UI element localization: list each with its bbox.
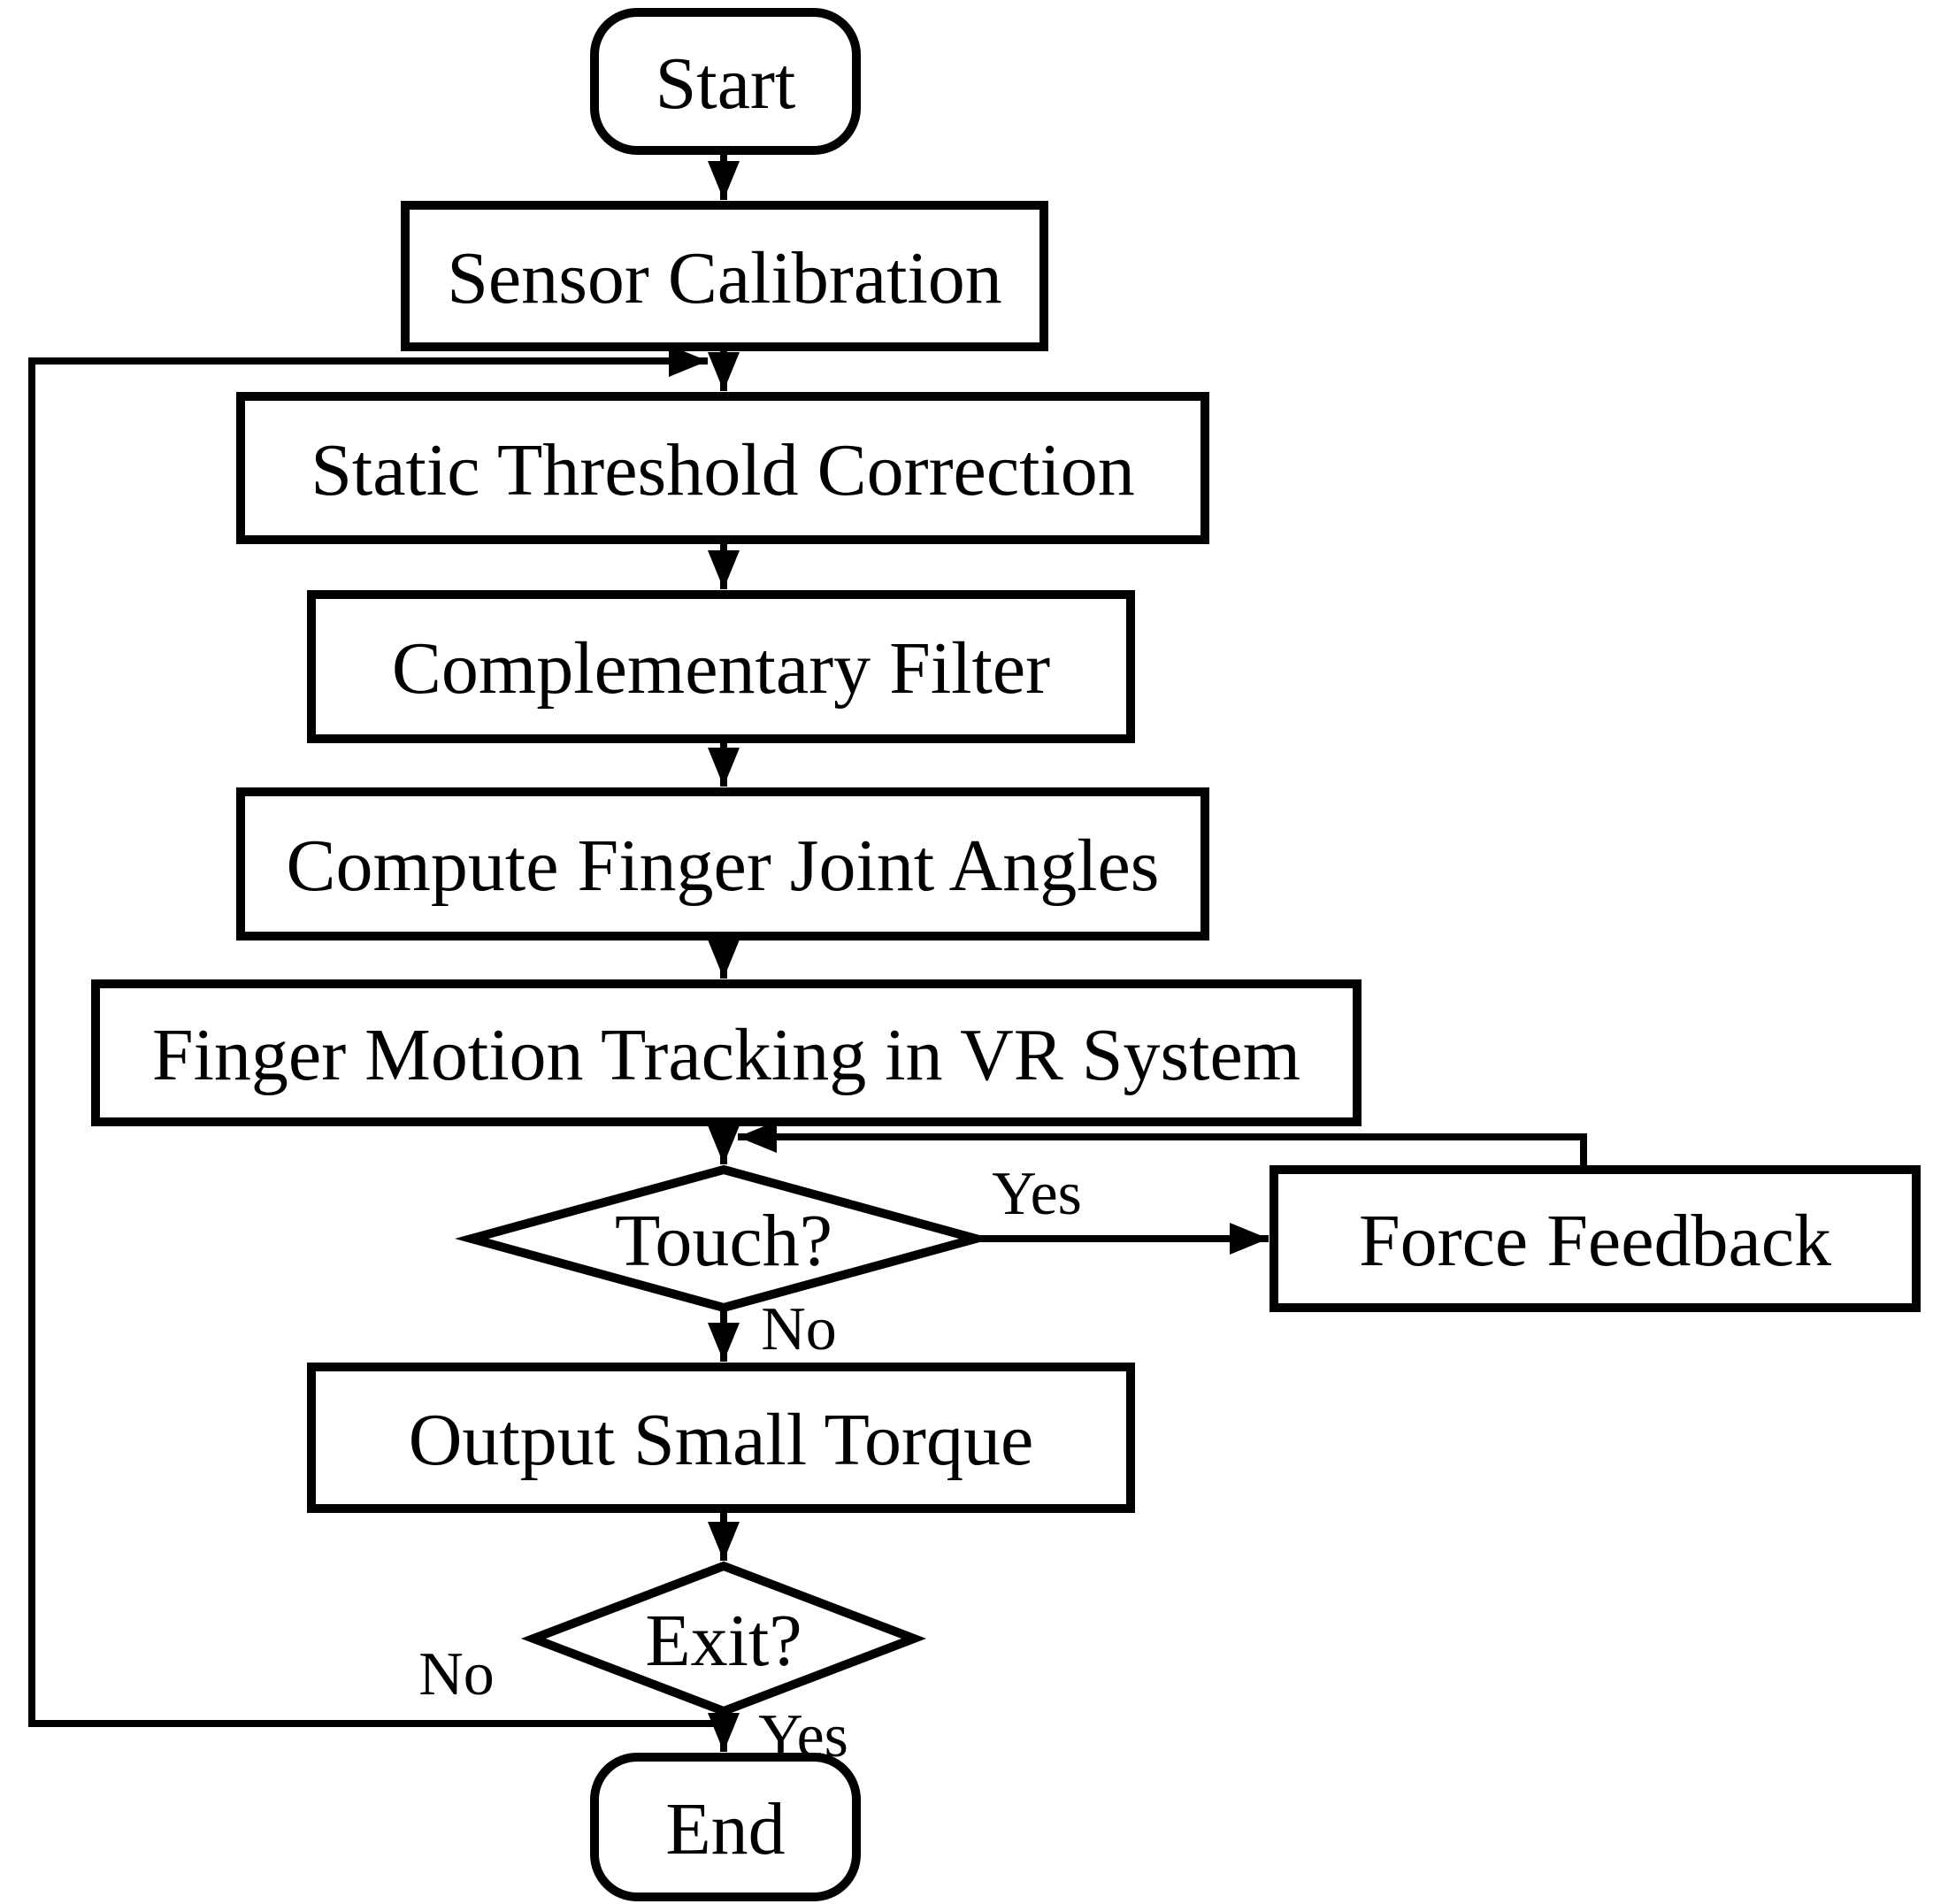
exit-yes-label: Yes bbox=[758, 1702, 848, 1770]
edge-exit-no-loop-to-top-junction bbox=[28, 345, 724, 1727]
compute-finger-joint-angles-shape bbox=[236, 787, 1209, 940]
output-small-torque-shape bbox=[307, 1363, 1135, 1513]
compute-finger-joint-angles-label: Compute Finger Joint Angles bbox=[287, 825, 1160, 907]
node-touch-decision: Touch? bbox=[455, 1164, 993, 1313]
node-complementary-filter: Complementary Filter bbox=[307, 590, 1135, 743]
touch-decision-label: Touch? bbox=[615, 1200, 832, 1282]
complementary-filter-label: Complementary Filter bbox=[392, 627, 1050, 710]
force-feedback-label: Force Feedback bbox=[1359, 1200, 1831, 1282]
start-terminator-shape bbox=[590, 8, 861, 155]
edge-force-feedback-return-to-touch bbox=[738, 1121, 1587, 1170]
node-static-threshold-correction: Static Threshold Correction bbox=[236, 392, 1209, 544]
touch-no-label: No bbox=[761, 1295, 837, 1363]
end-label: End bbox=[665, 1788, 785, 1870]
node-sensor-calibration: Sensor Calibration bbox=[401, 201, 1048, 351]
exit-no-label: No bbox=[418, 1640, 495, 1708]
touch-yes-label: Yes bbox=[992, 1160, 1082, 1228]
sensor-calibration-shape bbox=[401, 201, 1048, 351]
complementary-filter-shape bbox=[307, 590, 1135, 743]
static-threshold-correction-shape bbox=[236, 392, 1209, 544]
exit-decision-shape bbox=[520, 1561, 927, 1716]
node-compute-finger-joint-angles: Compute Finger Joint Angles bbox=[236, 787, 1209, 940]
output-small-torque-label: Output Small Torque bbox=[409, 1399, 1034, 1481]
touch-decision-shape bbox=[455, 1164, 993, 1313]
node-end: End bbox=[590, 1753, 861, 1901]
node-start: Start bbox=[590, 8, 861, 155]
force-feedback-shape bbox=[1269, 1165, 1921, 1312]
static-threshold-correction-label: Static Threshold Correction bbox=[311, 429, 1135, 511]
finger-motion-tracking-label: Finger Motion Tracking in VR System bbox=[152, 1014, 1300, 1096]
finger-motion-tracking-shape bbox=[91, 979, 1362, 1126]
node-output-small-torque: Output Small Torque bbox=[307, 1363, 1135, 1513]
node-finger-motion-tracking: Finger Motion Tracking in VR System bbox=[91, 979, 1362, 1126]
exit-decision-label: Exit? bbox=[645, 1600, 802, 1682]
sensor-calibration-label: Sensor Calibration bbox=[447, 237, 1002, 319]
start-label: Start bbox=[656, 42, 796, 125]
node-force-feedback: Force Feedback bbox=[1269, 1165, 1921, 1312]
node-exit-decision: Exit? bbox=[520, 1561, 927, 1716]
end-terminator-shape bbox=[590, 1753, 861, 1901]
